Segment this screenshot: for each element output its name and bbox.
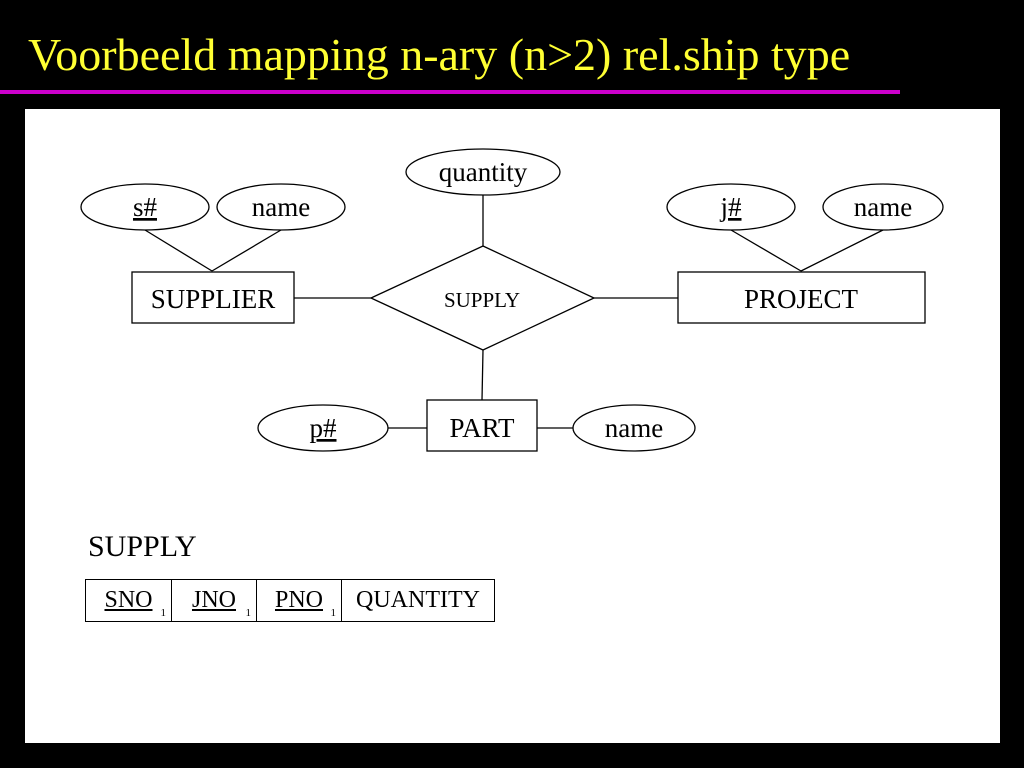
supplier-key-attribute bbox=[80, 183, 210, 231]
title-underline bbox=[0, 90, 900, 94]
er-diagram: quantity s# name j# name SUPPLIER PROJEC… bbox=[80, 148, 944, 452]
project-entity-label: PROJECT bbox=[744, 284, 859, 314]
column-subscript: 1 bbox=[330, 607, 337, 619]
project-entity bbox=[677, 271, 926, 324]
part-key-label: p# bbox=[310, 413, 338, 443]
supply-relation-schema: SNO 1 JNO 1 PNO 1 QUANTITY bbox=[85, 579, 495, 622]
supplier-key-connector bbox=[144, 229, 213, 272]
supply-relationship bbox=[369, 245, 596, 351]
supplier-entity bbox=[131, 271, 295, 324]
part-entity bbox=[426, 399, 538, 452]
supplier-name-label: name bbox=[252, 192, 310, 222]
column-subscript: 1 bbox=[245, 607, 252, 619]
quantity-label: quantity bbox=[439, 157, 528, 187]
quantity-attribute bbox=[405, 148, 561, 196]
part-name-attribute bbox=[572, 404, 696, 452]
relation-column-quantity: QUANTITY bbox=[342, 580, 494, 621]
project-key-label: j# bbox=[719, 192, 742, 222]
supplier-name-connector bbox=[211, 229, 282, 272]
column-label: PNO bbox=[274, 587, 323, 613]
column-subscript: 1 bbox=[160, 607, 167, 619]
part-relationship-connector bbox=[481, 349, 484, 401]
relation-column-pno: PNO 1 bbox=[257, 580, 342, 621]
diagram-panel: quantity s# name j# name SUPPLIER PROJEC… bbox=[25, 109, 1000, 743]
supplier-name-attribute bbox=[216, 183, 346, 231]
part-name-label: name bbox=[605, 413, 663, 443]
part-entity-label: PART bbox=[450, 413, 515, 443]
column-label: SNO bbox=[104, 587, 153, 613]
project-key-connector bbox=[730, 229, 802, 272]
relation-column-sno: SNO 1 bbox=[86, 580, 172, 621]
slide-title: Voorbeeld mapping n-ary (n>2) rel.ship t… bbox=[28, 29, 851, 80]
relation-name: SUPPLY bbox=[88, 530, 197, 563]
project-name-connector bbox=[800, 229, 884, 272]
project-key-attribute bbox=[666, 183, 796, 231]
column-label: JNO bbox=[191, 587, 236, 613]
supplier-entity-label: SUPPLIER bbox=[151, 284, 276, 314]
relation-column-jno: JNO 1 bbox=[172, 580, 257, 621]
project-name-label: name bbox=[854, 192, 912, 222]
column-label: QUANTITY bbox=[356, 587, 480, 613]
supplier-key-label: s# bbox=[133, 192, 158, 222]
part-key-attribute bbox=[257, 404, 389, 452]
project-name-attribute bbox=[822, 183, 944, 231]
supply-relationship-label: SUPPLY bbox=[444, 288, 520, 312]
